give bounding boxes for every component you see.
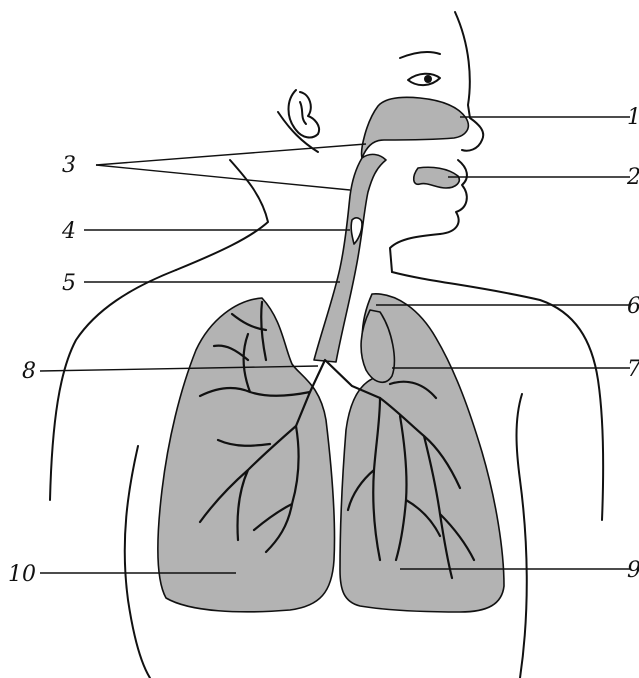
label-8: 8: [22, 359, 36, 384]
label-3: 3: [62, 153, 76, 178]
pupil: [424, 75, 432, 83]
arm-left-inner: [125, 446, 150, 678]
label-6: 6: [627, 294, 639, 319]
brow: [400, 52, 440, 58]
label-7: 7: [627, 357, 639, 382]
label-5: 5: [62, 271, 76, 296]
nasal-cavity: [362, 97, 469, 158]
eye: [408, 74, 440, 85]
label-1: 1: [627, 105, 639, 130]
label-10: 10: [8, 562, 36, 587]
shoulder-left: [50, 270, 176, 500]
label-4: 4: [61, 219, 76, 244]
leader-3b: [96, 165, 350, 190]
label-2: 2: [626, 165, 639, 190]
chin-jaw-outline: [390, 234, 440, 272]
arm-right-inner: [517, 394, 527, 678]
label-9: 9: [627, 558, 639, 583]
ear-inner: [300, 102, 306, 124]
neck-left: [176, 160, 268, 270]
left-lung-image: [158, 298, 335, 612]
